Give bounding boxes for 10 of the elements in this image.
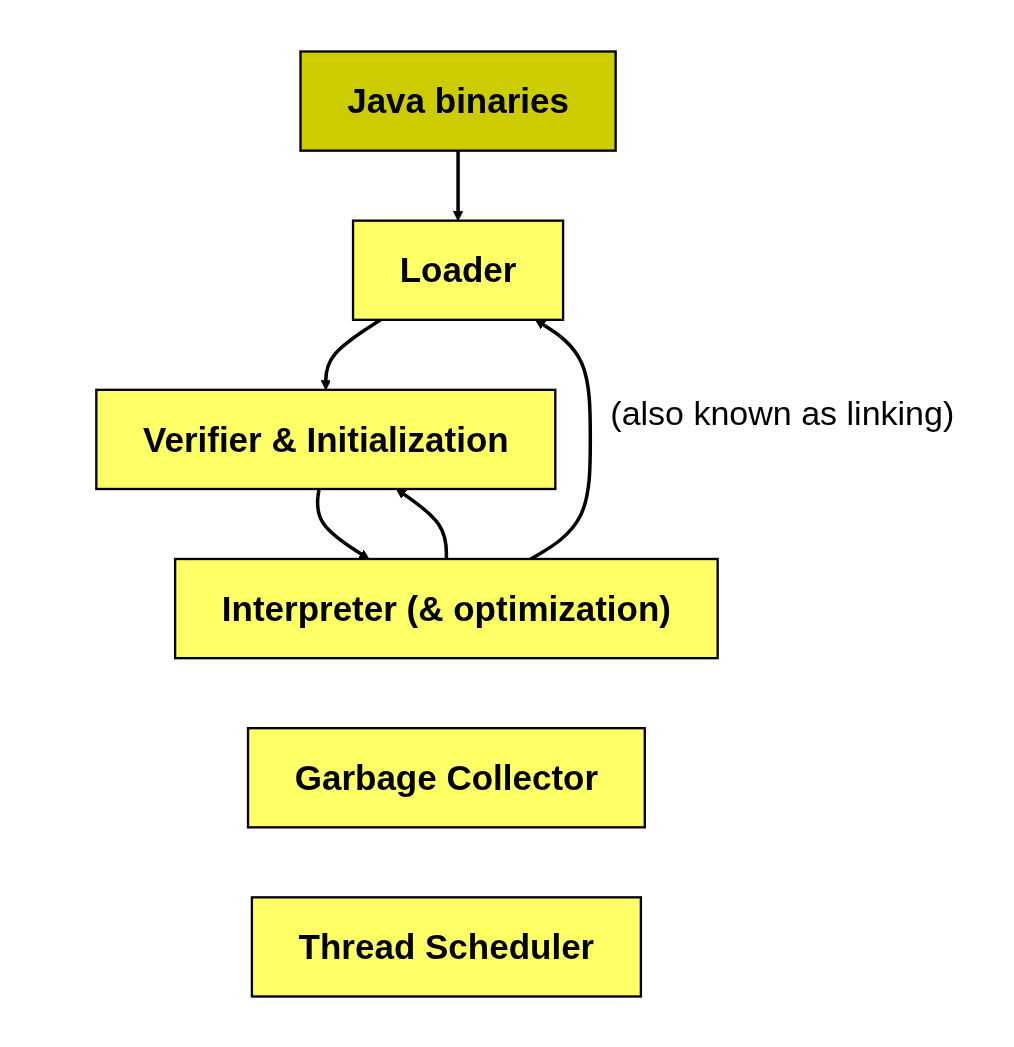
- node-box: Verifier & Initialization: [95, 388, 557, 490]
- node-box: Interpreter (& optimization): [173, 557, 719, 659]
- node-box: Java binaries: [299, 49, 617, 152]
- node-box: Loader: [351, 219, 565, 321]
- node-box: Thread Scheduler: [250, 895, 643, 998]
- arrow: [452, 150, 464, 221]
- arrow: [396, 488, 449, 559]
- side-note: (also known as linking): [610, 394, 956, 434]
- arrow: [315, 488, 370, 559]
- node-box: Garbage Collector: [246, 726, 646, 828]
